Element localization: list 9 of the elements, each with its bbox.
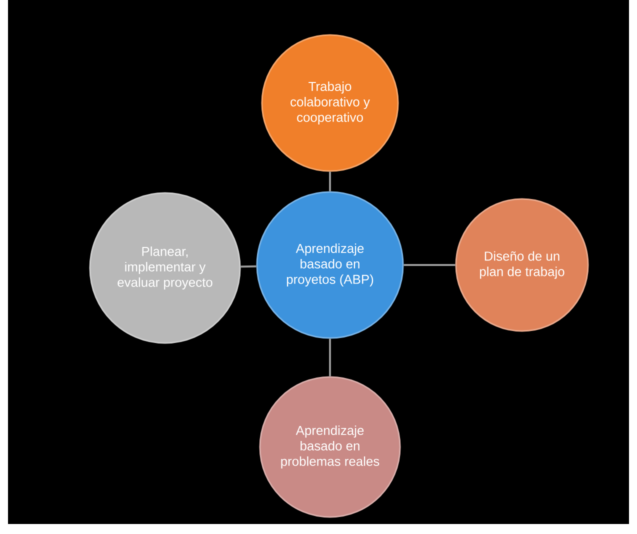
circle-node: Diseño de un plan de trabajo	[455, 198, 589, 332]
circle-node: Aprendizaje basado en problemas reales	[259, 376, 401, 518]
connector-line	[240, 265, 256, 268]
connector-line	[404, 264, 456, 266]
connector-line	[329, 338, 331, 376]
circle-node: Aprendizaje basado en proyetos (ABP)	[256, 191, 404, 339]
circle-node: Trabajo colaborativo y cooperativo	[261, 34, 399, 172]
connector-line	[329, 172, 331, 192]
circle-node: Planear, implementar y evaluar proyecto	[89, 192, 241, 344]
